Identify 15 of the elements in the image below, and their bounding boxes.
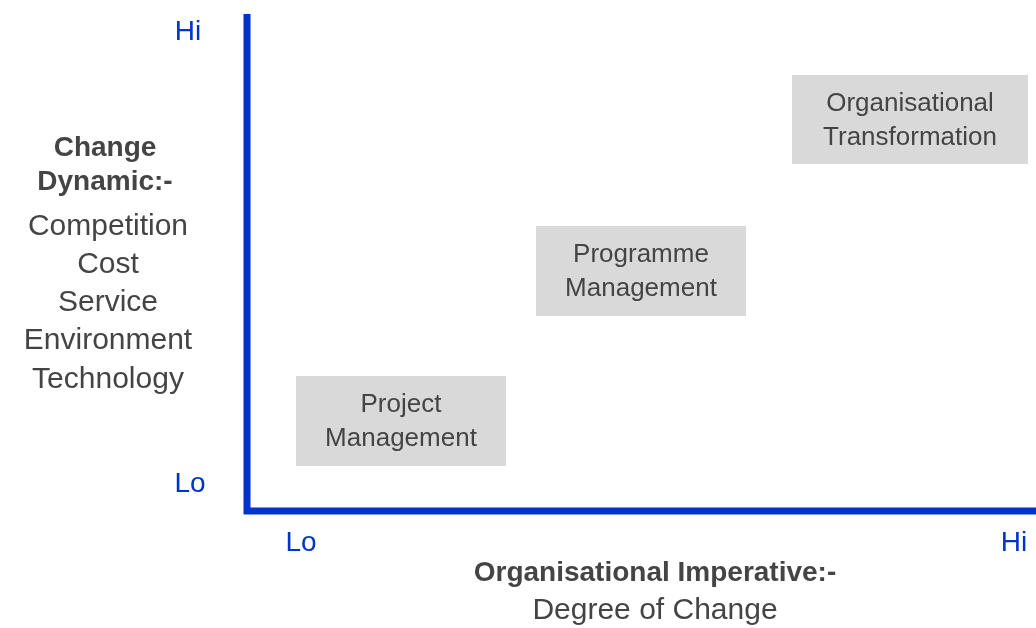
- axis-tick-label: Hi: [999, 525, 1029, 559]
- axis-title: Change Dynamic:-: [36, 130, 174, 198]
- category-box: Programme Management: [536, 226, 746, 316]
- axis-subtitle: Cost: [76, 245, 140, 281]
- axis-tick-label: Lo: [173, 466, 207, 500]
- axis-subtitle: Degree of Change: [531, 591, 779, 627]
- axis-subtitle: Technology: [31, 360, 185, 396]
- axis-tick-label: Lo: [284, 525, 318, 559]
- category-box: Project Management: [296, 376, 506, 466]
- axis-subtitle: Service: [56, 283, 159, 319]
- axis-subtitle: Competition: [26, 207, 190, 243]
- axis-subtitle: Environment: [22, 321, 194, 357]
- category-box: Organisational Transformation: [792, 75, 1028, 164]
- axis-tick-label: Hi: [173, 14, 203, 48]
- axis-title: Organisational Imperative:-: [472, 555, 838, 589]
